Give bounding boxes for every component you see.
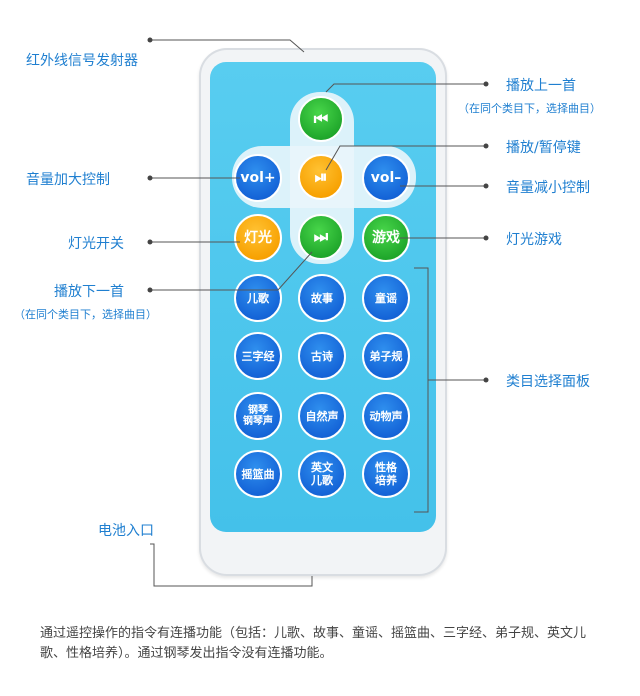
label-volume-up: 音量加大控制 — [26, 172, 110, 188]
label-light-switch: 灯光开关 — [68, 236, 124, 252]
category-button-three-character-classic[interactable]: 三字经 — [234, 332, 282, 380]
category-label: 儿歌 — [247, 291, 269, 305]
label-next-track-note: （在同个类目下，选择曲目） — [14, 308, 157, 321]
leader-ir-emitter — [150, 39, 305, 53]
category-button-rhymes[interactable]: 童谣 — [362, 274, 410, 322]
next-track-icon: ⏭ — [313, 227, 329, 246]
light-button[interactable]: 灯光 — [234, 214, 282, 262]
category-label-line1: 性格 — [375, 461, 397, 474]
leader-play-pause — [325, 145, 486, 171]
leader-next — [150, 251, 313, 291]
category-button-nature-sounds[interactable]: 自然声 — [298, 392, 346, 440]
category-button-piano-sound[interactable]: 钢琴 钢琴声 — [234, 392, 282, 440]
label-battery: 电池入口 — [98, 523, 154, 539]
category-button-english-songs[interactable]: 英文 儿歌 — [298, 450, 346, 498]
category-button-poems[interactable]: 古诗 — [298, 332, 346, 380]
volume-up-button[interactable]: vol+ — [234, 154, 282, 202]
volume-down-button[interactable]: vol– — [362, 154, 410, 202]
label-volume-down: 音量减小控制 — [506, 180, 590, 196]
category-label: 故事 — [311, 291, 333, 305]
leader-dot — [147, 175, 153, 181]
label-previous-track: 播放上一首 — [506, 78, 576, 94]
volume-up-label: vol+ — [240, 170, 276, 186]
category-label-line1: 英文 — [311, 461, 333, 474]
leader-dot — [483, 81, 489, 87]
leader-dot — [147, 37, 153, 43]
category-label-line2: 儿歌 — [311, 474, 333, 487]
light-button-label: 灯光 — [244, 230, 272, 246]
category-button-character-building[interactable]: 性格 培养 — [362, 450, 410, 498]
category-label: 三字经 — [241, 349, 275, 363]
play-pause-button[interactable]: ⏯ — [298, 154, 344, 200]
leader-dot — [483, 183, 489, 189]
game-button-label: 游戏 — [372, 230, 400, 246]
previous-track-button[interactable]: ⏮ — [298, 96, 344, 142]
category-label-line2: 培养 — [375, 474, 397, 487]
volume-down-label: vol– — [370, 170, 402, 186]
category-label: 弟子规 — [369, 349, 403, 363]
footer-note: 通过遥控操作的指令有连播功能（包括：儿歌、故事、童谣、摇篮曲、三字经、弟子规、英… — [40, 626, 587, 661]
label-next-track: 播放下一首 — [54, 284, 124, 300]
play-pause-icon: ⏯ — [314, 167, 328, 186]
leader-category-bracket — [414, 267, 429, 513]
leader-dot — [147, 239, 153, 245]
leader-dot — [147, 287, 153, 293]
leader-battery — [150, 543, 313, 587]
category-label: 动物声 — [369, 409, 403, 423]
category-label-line1: 钢琴 — [248, 405, 268, 416]
leader-dot — [483, 377, 489, 383]
label-previous-track-note: （在同个类目下，选择曲目） — [458, 102, 601, 115]
label-play-pause: 播放/暂停键 — [506, 140, 581, 156]
leader-dot — [483, 143, 489, 149]
category-label: 童谣 — [375, 291, 397, 305]
category-button-lullaby[interactable]: 摇篮曲 — [234, 450, 282, 498]
category-label: 古诗 — [311, 349, 333, 363]
category-button-nursery-songs[interactable]: 儿歌 — [234, 274, 282, 322]
category-button-dizigui[interactable]: 弟子规 — [362, 332, 410, 380]
label-light-game: 灯光游戏 — [506, 232, 562, 248]
previous-track-icon: ⏮ — [313, 109, 329, 128]
category-label-line2: 钢琴声 — [243, 416, 273, 427]
category-button-animal-sounds[interactable]: 动物声 — [362, 392, 410, 440]
next-track-button[interactable]: ⏭ — [298, 214, 344, 260]
leader-prev — [325, 83, 486, 93]
label-category-panel: 类目选择面板 — [506, 374, 590, 390]
category-label: 自然声 — [305, 409, 339, 423]
category-button-stories[interactable]: 故事 — [298, 274, 346, 322]
label-ir-emitter: 红外线信号发射器 — [26, 53, 138, 69]
leader-dot — [483, 235, 489, 241]
category-label: 摇篮曲 — [241, 467, 275, 481]
